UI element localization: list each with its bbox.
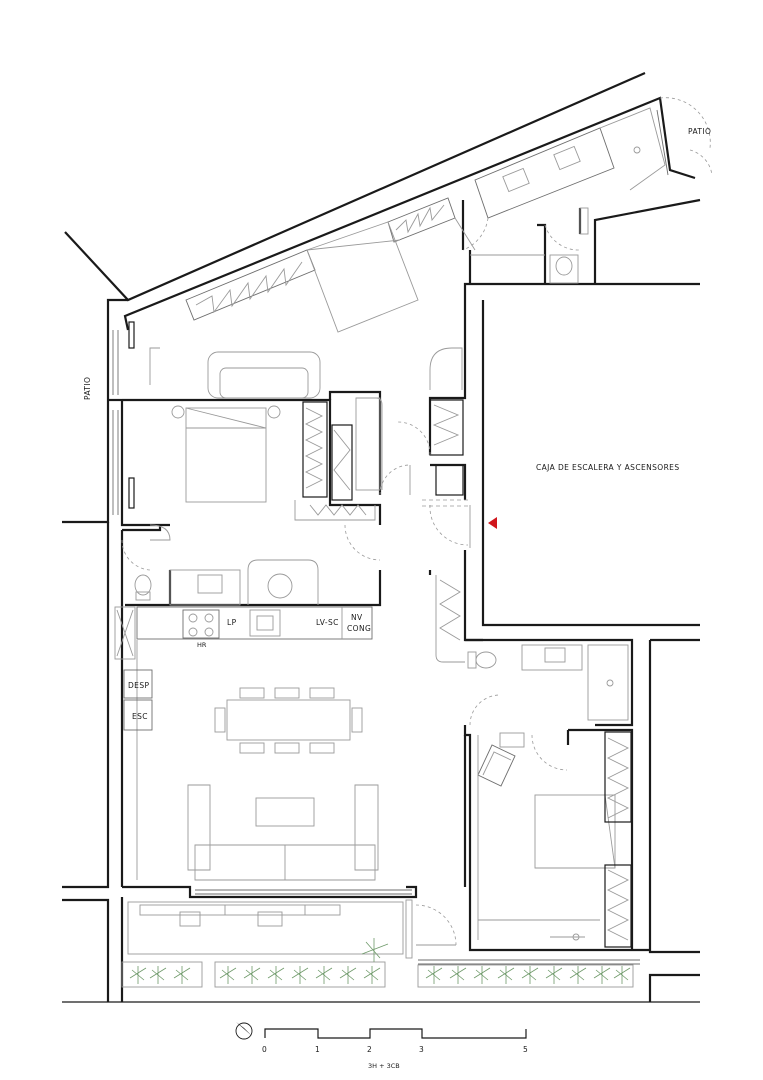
scale-tick-5: 5 [523,1045,528,1054]
bedroom-1 [149,347,411,521]
scale-tick-3: 3 [419,1045,424,1054]
service-area [462,97,713,284]
scale-tick-0: 0 [262,1045,267,1054]
patio-top-label: PATIO [688,127,711,136]
stairwell-label: CAJA DE ESCALERA Y ASCENSORES [536,463,679,472]
patio-left-label: PATIO [83,377,92,400]
scale-bar: 0 1 2 3 5 3H + 3CB [262,1028,528,1070]
scale-tick-2: 2 [367,1045,372,1054]
bathroom-2 [467,644,629,771]
living-dining [123,640,379,881]
scale-caption: 3H + 3CB [368,1062,400,1070]
corridor [397,347,497,663]
desp-label: DESP [128,681,149,690]
nv-label: NV [351,613,363,622]
labels: PATIO PATIO CAJA DE ESCALERA Y ASCENSORE… [83,127,711,721]
top-closets [185,197,476,333]
windows [112,109,669,965]
bathroom-1 [121,524,381,606]
entry-triangle-icon [488,517,497,529]
plants [129,938,631,984]
hr-label: HR [197,641,207,649]
lv-sc-label: LV-SC [316,618,339,627]
esc-label: ESC [132,712,148,721]
scale-tick-1: 1 [315,1045,320,1054]
exterior-walls [62,71,701,1003]
terrace [121,899,634,988]
lp-label: LP [227,618,237,627]
kitchen [114,606,373,660]
north-arrow-icon [235,1022,253,1040]
cong-label: CONG [347,624,371,633]
bedroom-2 [477,731,632,948]
